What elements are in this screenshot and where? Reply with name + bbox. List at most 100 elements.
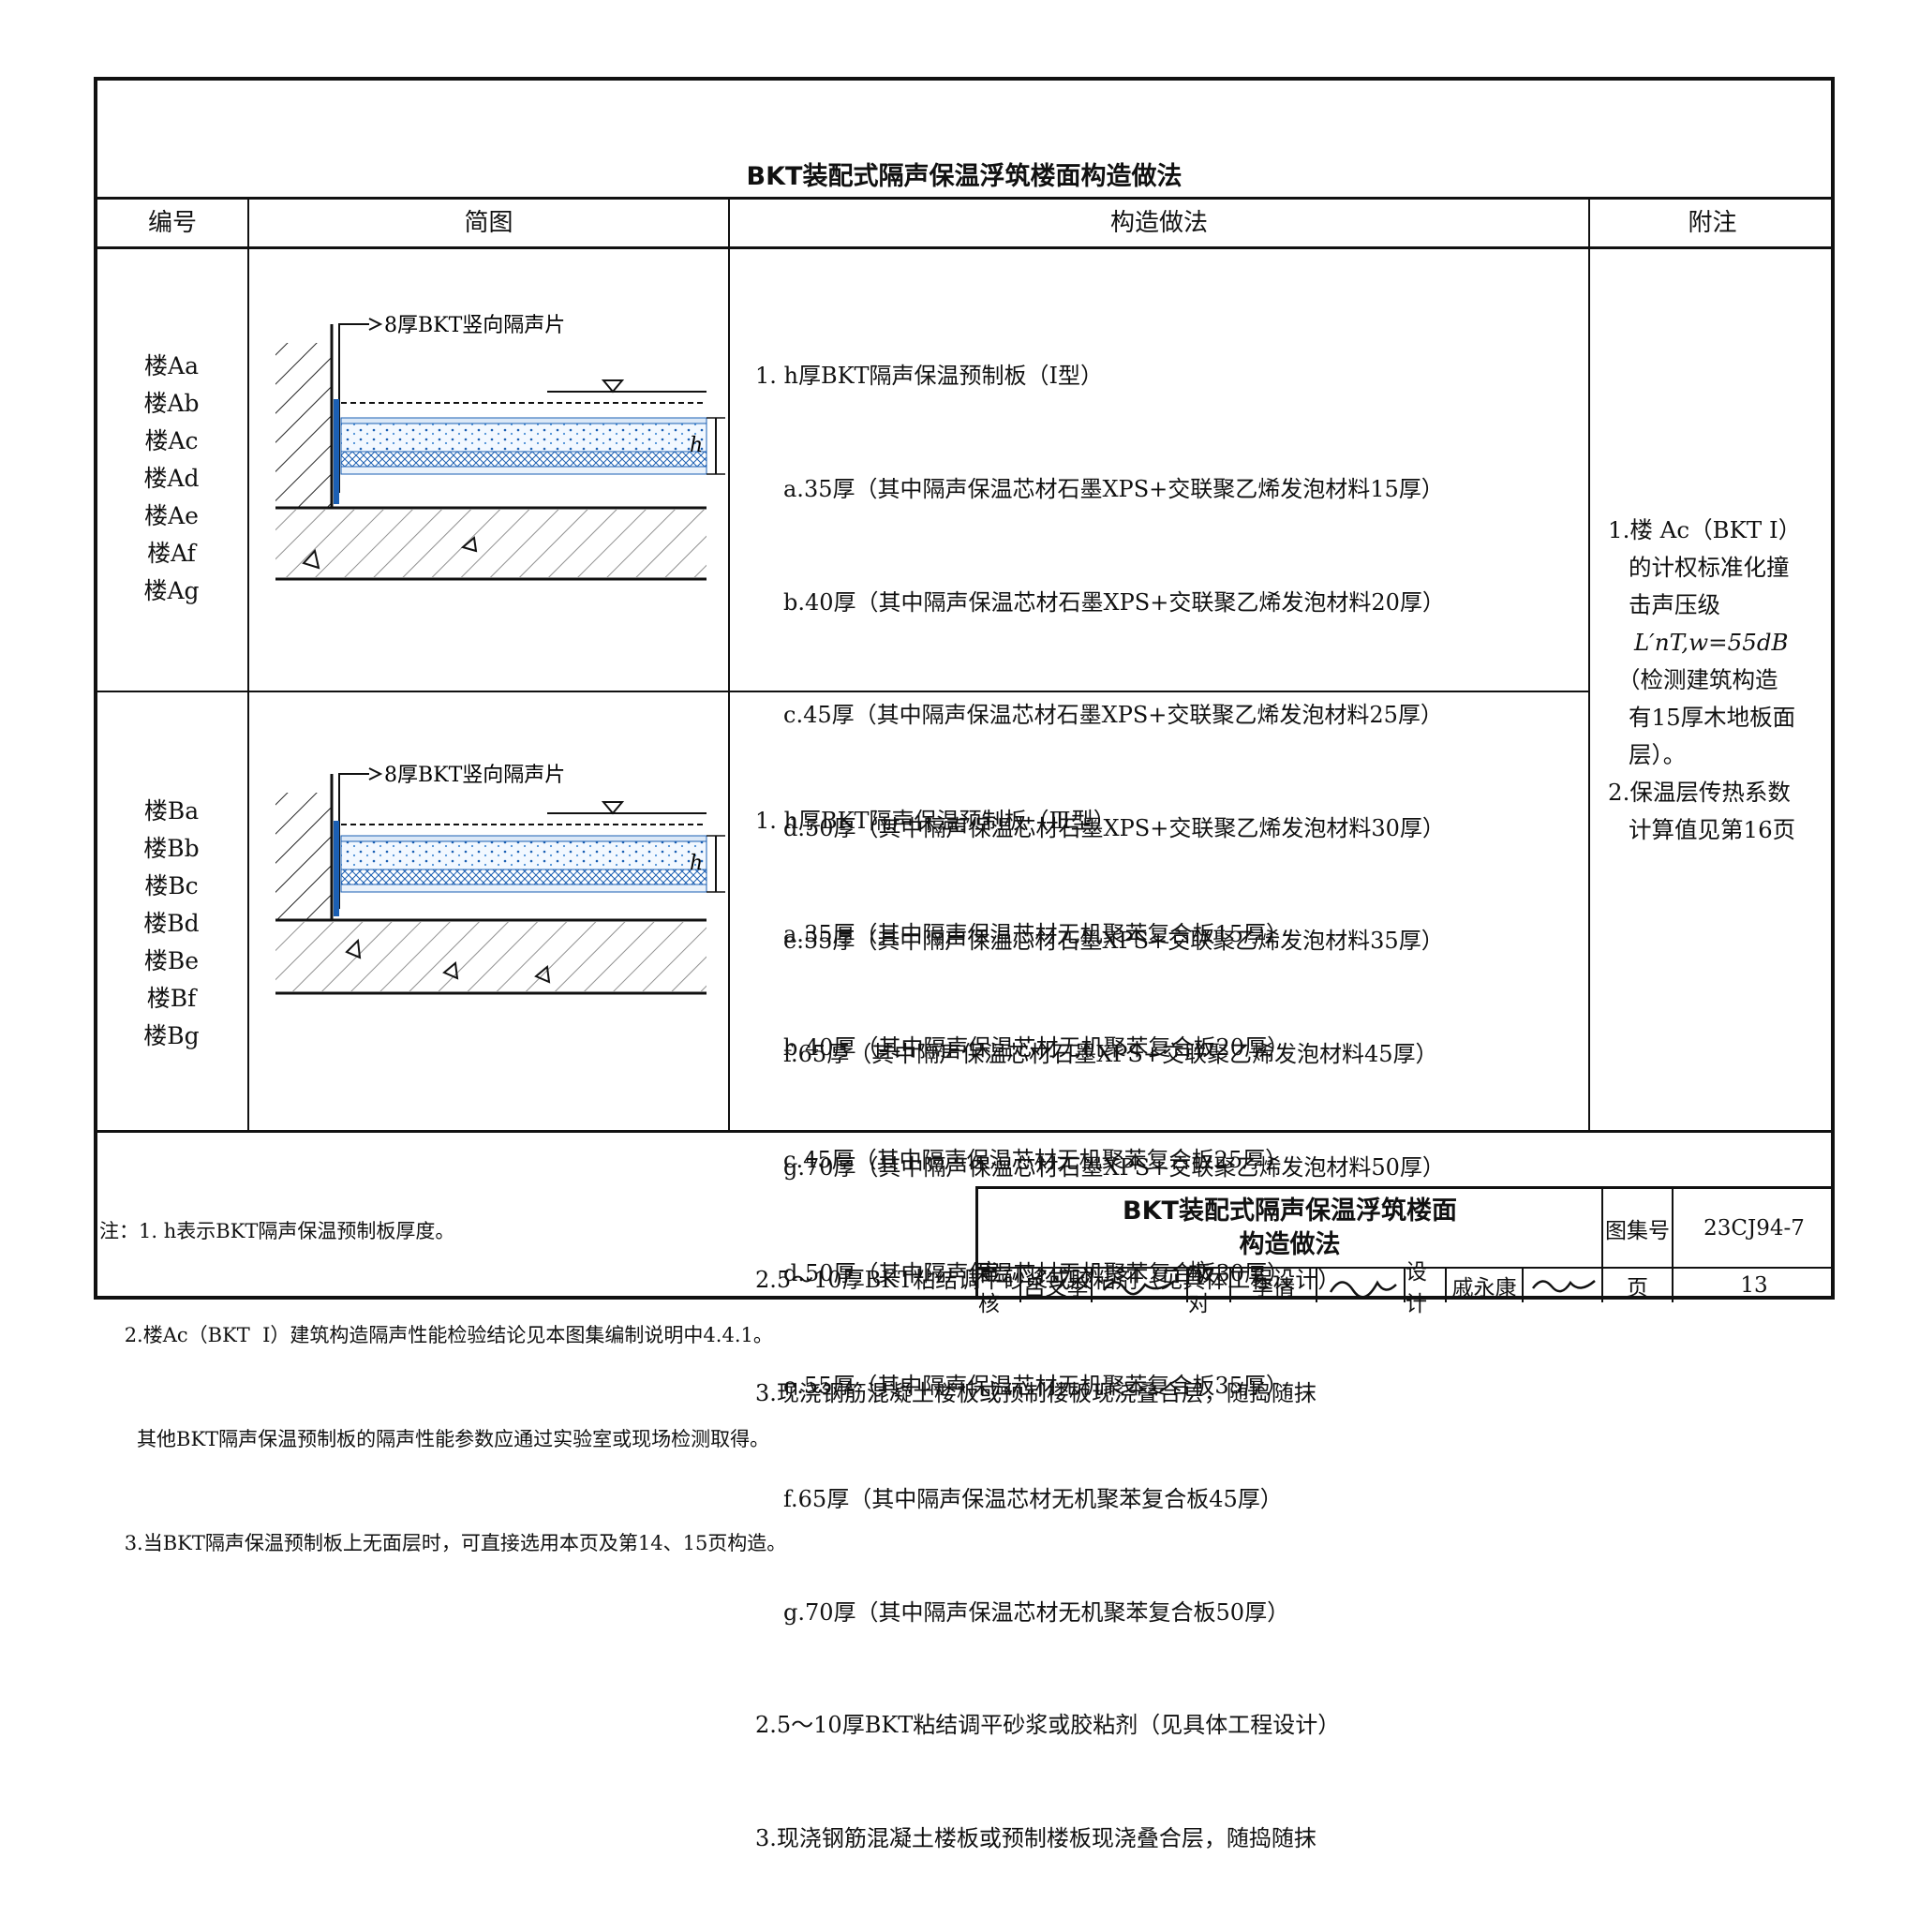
diagram-label: 8厚BKT竖向隔声片 [384, 314, 565, 337]
aggregate-mark [442, 961, 459, 980]
board-core [340, 840, 707, 870]
section-a-codes: 楼Aa 楼Ab 楼Ac 楼Ad 楼Ae 楼Af 楼Ag [97, 348, 245, 610]
section-a-diagram: 8厚BKT竖向隔声片 h [275, 314, 725, 581]
board-foam-layer [340, 451, 707, 468]
note-line: 1.楼 Ac（BKT Ⅰ） [1608, 516, 1802, 543]
bottom-note-line: 其他BKT隔声保温预制板的隔声性能参数应通过实验室或现场检测取得。 [99, 1428, 770, 1450]
note-line: 2.保温层传热系数 [1608, 779, 1791, 806]
method-line: g.70厚（其中隔声保温芯材无机聚苯复合板50厚） [783, 1598, 1290, 1626]
code-item: 楼Bd [143, 910, 200, 937]
code-item: 楼Be [143, 947, 200, 974]
code-item: 楼Ag [143, 577, 200, 604]
bond-layer [340, 466, 707, 475]
bottom-note-line: 2.楼Ac（BKT Ⅰ）建筑构造隔声性能检验结论见本图集编制说明中4.4.1。 [99, 1324, 773, 1346]
method-line: b.40厚（其中隔声保温芯材石墨XPS+交联聚乙烯发泡材料20厚） [783, 588, 1445, 616]
level-mark-icon [601, 379, 625, 394]
checker-signature [1329, 1280, 1397, 1299]
method-line: 1. h厚BKT隔声保温预制板（Ⅲ型） [755, 808, 1116, 835]
code-item: 楼Af [147, 540, 196, 567]
leader-arrow [368, 767, 383, 780]
col-line-2 [728, 197, 730, 1133]
wall-hatch [275, 343, 332, 508]
acoustic-strip [334, 821, 339, 916]
title-block: BKT装配式隔声保温浮筑楼面 构造做法 图集号 23CJ94-7 审核 吕文季 … [975, 1186, 1835, 1316]
tb-sig-line [1404, 1269, 1406, 1302]
header-note: 附注 [1688, 209, 1737, 237]
method-line: e.55厚（其中隔声保温芯材无机聚苯复合板35厚） [783, 1373, 1288, 1400]
reviewer-signature [1103, 1279, 1176, 1296]
col-line-3 [1588, 197, 1590, 1133]
code-item: 楼Ba [143, 797, 200, 825]
method-line: c.45厚（其中隔声保温芯材无机聚苯复合板25厚） [783, 1147, 1288, 1174]
level-mark-icon [601, 801, 625, 815]
tb-atlas-label: 图集号 [1605, 1218, 1670, 1243]
dim-label: h [690, 434, 703, 457]
leader-line [338, 773, 369, 783]
designer-signature [1531, 1280, 1596, 1293]
bottom-note-line: 注：1. h表示BKT隔声保温预制板厚度。 [99, 1220, 455, 1242]
note-line: 计算值见第16页 [1629, 816, 1796, 843]
leader-arrow [368, 318, 383, 331]
row-divider-line [97, 691, 1589, 692]
method-line: 2.5～10厚BKT粘结调平砂浆或胶粘剂（见具体工程设计） [755, 1267, 1341, 1294]
code-item: 楼Aa [144, 352, 199, 379]
method-line: d.50厚（其中隔声保温芯材无机聚苯复合板30厚） [783, 1259, 1290, 1286]
tb-sig-line [1229, 1269, 1231, 1302]
code-item: 楼Ab [143, 390, 200, 417]
tb-sig-line [1445, 1269, 1447, 1302]
note-column: 1.楼 Ac（BKT Ⅰ） 的计权标准化撞 击声压级 L′nT,w=55dB （… [1608, 512, 1820, 849]
code-item: 楼Bf [146, 985, 197, 1012]
tb-page-label: 页 [1627, 1276, 1648, 1300]
method-line: f.65厚（其中隔声保温芯材石墨XPS+交联聚乙烯发泡材料45厚） [783, 1040, 1438, 1067]
note-line: 击声压级 [1629, 591, 1720, 618]
tb-sig-line [1019, 1269, 1021, 1302]
tb-atlas-no: 23CJ94-7 [1703, 1215, 1805, 1241]
section-b-method: 1. h厚BKT隔声保温预制板（Ⅲ型） a.35厚（其中隔声保温芯材无机聚苯复合… [755, 727, 1340, 1932]
tb-title-line1: BKT装配式隔声保温浮筑楼面 [1123, 1196, 1457, 1226]
method-line: f.65厚（其中隔声保温芯材无机聚苯复合板45厚） [783, 1485, 1283, 1512]
tb-review-label: 审核 [978, 1260, 1000, 1316]
page-title: BKT装配式隔声保温浮筑楼面构造做法 [746, 162, 1183, 191]
section-b-codes: 楼Ba 楼Bb 楼Bc 楼Bd 楼Be 楼Bf 楼Bg [97, 793, 245, 1055]
method-line: a.35厚（其中隔声保温芯材石墨XPS+交联聚乙烯发泡材料15厚） [783, 476, 1444, 502]
note-line: L′nT,w=55dB [1634, 629, 1789, 656]
method-line: 3.现浇钢筋混凝土楼板或预制楼板现浇叠合层，随捣随抹 [755, 1824, 1317, 1851]
section-b-diagram: 8厚BKT竖向隔声片 h [275, 764, 725, 995]
board-foam-layer [340, 869, 707, 885]
header-diagram: 简图 [464, 209, 513, 237]
tb-reviewer: 吕文季 [1023, 1276, 1089, 1300]
drawing-sheet: BKT装配式隔声保温浮筑楼面构造做法 编号 简图 构造做法 附注 楼Aa 楼Ab… [94, 77, 1835, 1851]
aggregate-mark [460, 536, 478, 553]
col-line-1 [247, 197, 249, 1133]
tb-col-line [1601, 1189, 1603, 1302]
tb-page-no: 13 [1740, 1273, 1768, 1298]
board-core [340, 423, 707, 453]
tb-design-label: 设计 [1406, 1260, 1427, 1316]
acoustic-strip [334, 399, 339, 504]
table-bottom-line [97, 1130, 1831, 1133]
code-item: 楼Bg [143, 1022, 200, 1049]
diagram-label: 8厚BKT竖向隔声片 [384, 764, 565, 787]
board-top-layer [340, 835, 707, 842]
code-item: 楼Ac [144, 427, 199, 454]
header-code: 编号 [147, 209, 197, 237]
tb-sig-line [1522, 1269, 1524, 1302]
method-line: e.55厚（其中隔声保温芯材石墨XPS+交联聚乙烯发泡材料35厚） [783, 928, 1444, 955]
method-line: b.40厚（其中隔声保温芯材无机聚苯复合板20厚） [783, 1033, 1290, 1061]
board-top-layer [340, 417, 707, 424]
code-item: 楼Bc [144, 872, 199, 899]
tb-sig-line [1186, 1269, 1188, 1302]
tb-designer: 戚永康 [1451, 1276, 1517, 1300]
method-line: 1. h厚BKT隔声保温预制板（Ⅰ型） [755, 363, 1104, 390]
slab-hatch [275, 922, 707, 991]
aggregate-mark [302, 548, 320, 570]
tb-title-line2: 构造做法 [1239, 1229, 1341, 1259]
method-line: a.35厚（其中隔声保温芯材无机聚苯复合板15厚） [783, 921, 1289, 947]
slab-hatch [275, 510, 707, 577]
tb-check-label: 校对 [1188, 1260, 1210, 1316]
leader-line [338, 323, 369, 334]
header-method: 构造做法 [1109, 209, 1208, 237]
method-line: c.45厚（其中隔声保温芯材石墨XPS+交联聚乙烯发泡材料25厚） [783, 702, 1443, 729]
method-line: g.70厚（其中隔声保温芯材石墨XPS+交联聚乙烯发泡材料50厚） [783, 1153, 1445, 1181]
tb-col-line [1672, 1189, 1674, 1302]
